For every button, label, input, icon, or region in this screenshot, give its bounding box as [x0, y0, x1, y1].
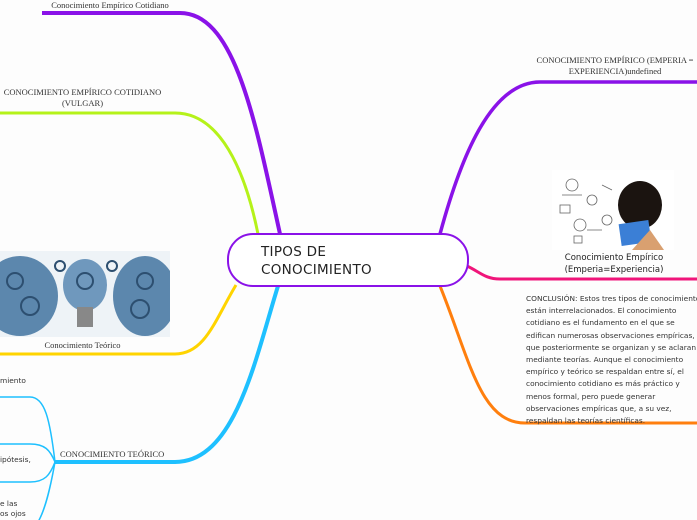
conclusion-line: están interrelacionados. El conocimiento [526, 306, 677, 316]
topic-cotidiano[interactable]: Conocimiento Empírico Cotidiano [51, 0, 169, 10]
subtopic-2[interactable]: ipótesis, [0, 455, 31, 464]
conclusion-line: cotidiano es el fundamento en el que se [526, 318, 675, 328]
empirico-image-caption: Conocimiento Empírico (Emperia=Experienc… [553, 253, 675, 276]
central-topic[interactable]: TIPOS DE CONOCIMIENTO [227, 233, 469, 287]
empirico-caption-line1: Conocimiento Empírico [564, 253, 664, 263]
teorico-image-caption: Conocimiento Teórico [44, 340, 121, 350]
subtopic-1[interactable]: miento [0, 376, 26, 385]
branch-cotidiano [42, 11, 282, 235]
conclusion-line: empírico y teórico se respaldan entre sí… [526, 367, 684, 377]
topic-vulgar-line2: (VULGAR) [61, 98, 104, 108]
sub-branch-1 [0, 396, 56, 463]
topic-empirico[interactable]: CONOCIMIENTO EMPÍRICO (EMPERIA = EXPERIE… [525, 55, 697, 77]
topic-vulgar[interactable]: CONOCIMIENTO EMPÍRICO COTIDIANO (VULGAR) [0, 87, 170, 109]
topic-empirico-line2: EXPERIENCIA)undefined [568, 66, 662, 76]
topic-teorico[interactable]: CONOCIMIENTO TEÓRICO [60, 449, 165, 459]
sub-branch-2 [0, 443, 56, 463]
conclusion-line: observaciones empíricas que, a su vez, [526, 403, 672, 413]
conclusion-line: menos formal, pero puede generar [526, 391, 656, 401]
conclusion-line: CONCLUSIÓN: Estos tres tipos de conocimi… [526, 294, 697, 303]
topic-empirico-line1: CONOCIMIENTO EMPÍRICO (EMPERIA = [536, 55, 694, 65]
conclusion-line: respaldan las teorías científicas. [526, 416, 646, 426]
branch-vulgar [0, 111, 260, 235]
branch-empirico [438, 80, 697, 235]
conclusion-line: mediante teorías. Aunque el conocimiento [526, 355, 684, 365]
subtopic-3-line1: e las [0, 499, 18, 508]
branch-teorico [55, 285, 280, 464]
subtopic-3[interactable]: e las os ojos [0, 499, 26, 519]
conclusion-text[interactable]: CONCLUSIÓN: Estos tres tipos de conocimi… [526, 293, 697, 427]
sub-branch-4 [38, 461, 56, 520]
branch-empirico-image [466, 264, 697, 281]
empirico-caption-line2: (Emperia=Experiencia) [564, 264, 664, 275]
woman-drawing-illustration [559, 178, 664, 250]
conclusion-line: conocimiento cotidiano es más práctico y [526, 379, 680, 389]
conclusion-line: edifican numerosas observaciones empíric… [526, 330, 695, 340]
teorico-image [0, 251, 170, 337]
branch-conclusion [438, 285, 697, 425]
central-title-line1: TIPOS DE [261, 244, 327, 260]
subtopic-3-line2: os ojos [0, 509, 26, 518]
conclusion-line: que posteriormente se organizan y se acl… [526, 342, 696, 352]
empirico-image [552, 170, 674, 250]
branch-teorico-image [0, 284, 238, 356]
topic-vulgar-line1: CONOCIMIENTO EMPÍRICO COTIDIANO [3, 87, 162, 97]
central-title-line2: CONOCIMIENTO [261, 262, 372, 278]
sub-branch-3 [0, 461, 56, 483]
gear-heads-illustration [0, 256, 170, 336]
